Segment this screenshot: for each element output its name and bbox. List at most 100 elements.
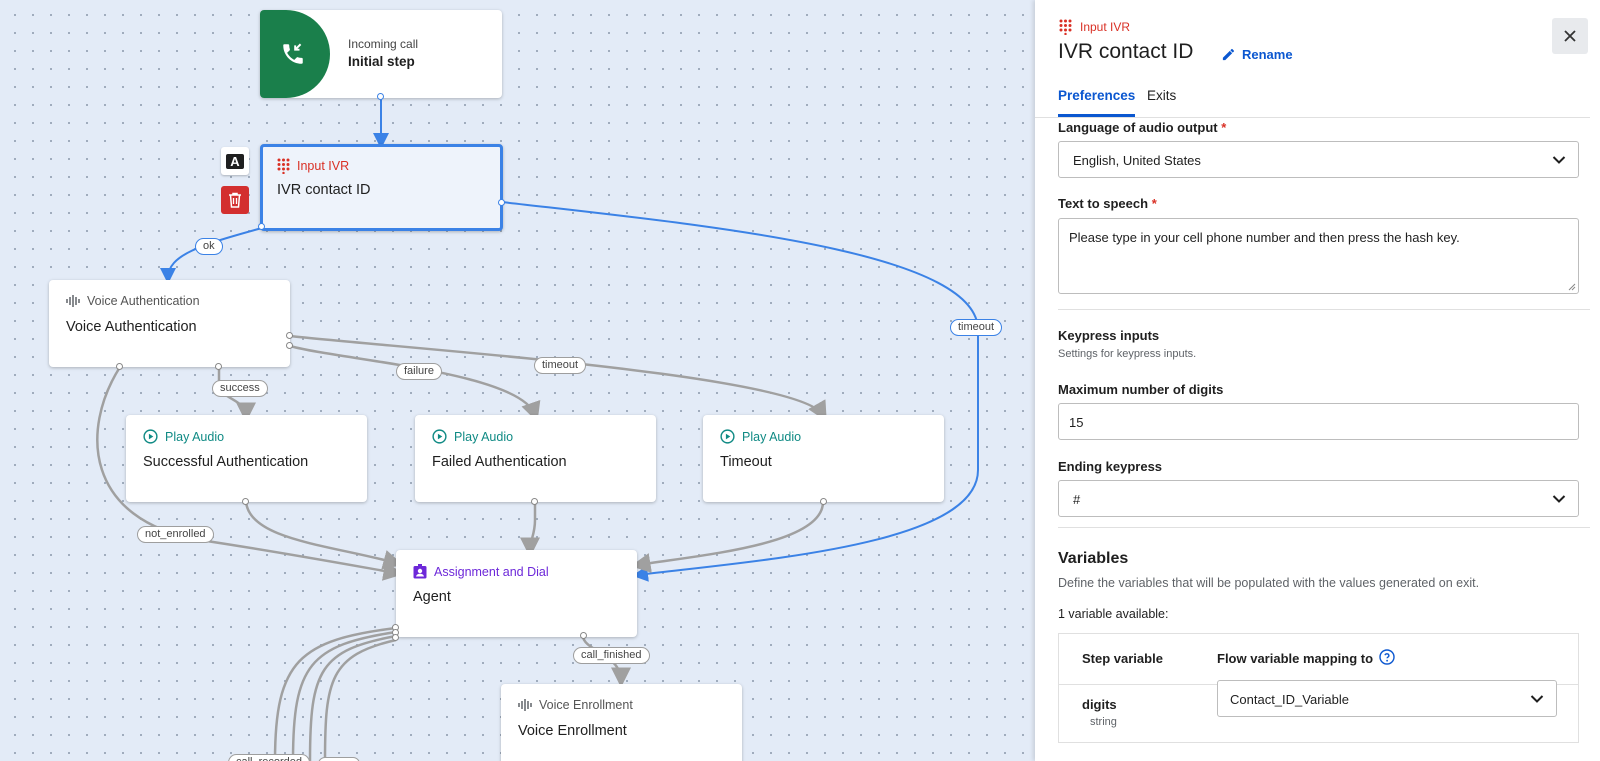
play-success-type-label: Play Audio	[165, 429, 225, 444]
language-label-text: Language of audio output	[1058, 120, 1218, 135]
edge-label-ok[interactable]: ok	[195, 238, 223, 255]
edge-label-success[interactable]: success	[212, 380, 268, 397]
port-play-success-out[interactable]	[242, 498, 249, 505]
port-play-timeout-out[interactable]	[820, 498, 827, 505]
voice-waveform-icon	[66, 295, 80, 307]
tts-value: Please type in your cell phone number an…	[1069, 230, 1460, 245]
variables-description: Define the variables that will be popula…	[1058, 576, 1480, 590]
ending-keypress-select[interactable]: #	[1058, 480, 1579, 517]
tts-textarea[interactable]: Please type in your cell phone number an…	[1058, 218, 1579, 294]
language-label: Language of audio output *	[1058, 120, 1226, 135]
variable-row: digits string Contact_ID_Variable	[1059, 680, 1578, 744]
agent-title: Agent	[413, 589, 451, 605]
port-va-3[interactable]	[116, 363, 123, 370]
agent-type: Assignment and Dial	[413, 564, 549, 579]
edge-label-call-finished[interactable]: call_finished	[573, 647, 650, 664]
play-failed-type: Play Audio	[432, 429, 513, 444]
variables-header-row: Step variable Flow variable mapping to	[1059, 634, 1578, 685]
label-toggle-glyph: A	[226, 153, 244, 169]
help-icon[interactable]	[1379, 648, 1395, 665]
port-va-4[interactable]	[215, 363, 222, 370]
tts-label-text: Text to speech	[1058, 196, 1149, 211]
play-timeout-type: Play Audio	[720, 429, 801, 444]
port-va-2[interactable]	[286, 342, 293, 349]
edge-ok	[160, 227, 263, 284]
port-ivr-ok[interactable]	[258, 223, 265, 230]
play-timeout-title: Timeout	[720, 454, 772, 470]
max-digits-label: Maximum number of digits	[1058, 382, 1224, 397]
port-va-1[interactable]	[286, 332, 293, 339]
tab-preferences[interactable]: Preferences	[1058, 87, 1136, 117]
port-incoming-out[interactable]	[377, 93, 384, 100]
edge-label-ivr-timeout[interactable]: timeout	[950, 319, 1003, 336]
rename-button[interactable]: Rename	[1221, 47, 1293, 62]
close-button[interactable]	[1552, 18, 1588, 54]
node-play-audio-timeout[interactable]: Play Audio Timeout	[703, 415, 944, 502]
edge-label-truncated-a[interactable]: call_recorded	[228, 754, 311, 761]
play-failed-title: Failed Authentication	[432, 454, 567, 470]
voice-waveform-icon	[518, 699, 532, 711]
properties-panel: Input IVR IVR contact ID Rename Preferen…	[1035, 0, 1600, 761]
node-input-ivr[interactable]: Input IVR IVR contact ID	[260, 144, 503, 231]
port-agent-out[interactable]	[580, 632, 587, 639]
col-step-variable: Step variable	[1082, 651, 1163, 666]
node-assignment-dial[interactable]: Assignment and Dial Agent	[396, 550, 637, 637]
tab-exits-label: Exits	[1147, 88, 1177, 103]
port-play-failed-out[interactable]	[531, 498, 538, 505]
voice-enroll-type-label: Voice Enrollment	[539, 698, 633, 712]
play-circle-icon	[432, 429, 447, 444]
tab-exits[interactable]: Exits	[1147, 87, 1176, 105]
panel-node-type: Input IVR	[1059, 19, 1130, 35]
edge-success-agent	[244, 501, 404, 570]
variable-mapping-value: Contact_ID_Variable	[1230, 692, 1349, 707]
edge-label-not-enrolled[interactable]: not_enrolled	[137, 526, 214, 543]
rename-label: Rename	[1242, 47, 1293, 62]
node-voice-enrollment[interactable]: Voice Enrollment Voice Enrollment	[501, 684, 742, 761]
edge-agent-exit-4	[323, 638, 397, 761]
play-failed-type-label: Play Audio	[454, 429, 514, 444]
contact-badge-icon	[413, 564, 427, 579]
port-ivr-out[interactable]	[498, 199, 505, 206]
voice-auth-type-label: Voice Authentication	[87, 294, 200, 308]
ivr-node-type-label: Input IVR	[297, 159, 350, 173]
ending-keypress-label: Ending keypress	[1058, 459, 1163, 474]
ivr-node-type: Input IVR	[277, 158, 349, 174]
delete-node-button[interactable]	[221, 186, 249, 214]
tts-required-mark: *	[1151, 196, 1157, 211]
edge-timeout-agent	[630, 501, 825, 573]
label-toggle-button[interactable]: A	[221, 147, 249, 175]
edge-label-va-timeout[interactable]: timeout	[534, 357, 587, 374]
flow-edges	[96, 97, 979, 761]
flow-canvas[interactable]: Incoming call Initial step A Input IVR I…	[0, 0, 1035, 761]
language-select[interactable]: English, United States	[1058, 141, 1579, 178]
node-voice-authentication[interactable]: Voice Authentication Voice Authenticatio…	[49, 280, 290, 367]
node-incoming-call[interactable]: Incoming call Initial step	[260, 10, 502, 98]
play-circle-icon	[720, 429, 735, 444]
tab-preferences-label: Preferences	[1058, 88, 1136, 103]
node-play-audio-failed[interactable]: Play Audio Failed Authentication	[415, 415, 656, 502]
play-success-title: Successful Authentication	[143, 454, 309, 470]
edge-label-truncated-b[interactable]	[318, 757, 360, 761]
panel-title: IVR contact ID	[1058, 40, 1194, 63]
incoming-call-type: Incoming call	[348, 37, 419, 51]
edge-ivr-timeout	[501, 201, 979, 582]
port-agent-exit-3[interactable]	[392, 634, 399, 641]
edge-label-failure[interactable]: failure	[396, 363, 442, 380]
agent-type-label: Assignment and Dial	[434, 564, 549, 579]
tts-label: Text to speech *	[1058, 196, 1157, 211]
section-divider-2	[1058, 527, 1590, 528]
edge-failed-agent	[520, 502, 541, 558]
variable-mapping-select[interactable]: Contact_ID_Variable	[1217, 680, 1557, 717]
max-digits-value: 15	[1069, 415, 1084, 430]
max-digits-input[interactable]: 15	[1058, 403, 1579, 440]
language-value: English, United States	[1073, 153, 1201, 168]
node-play-audio-success[interactable]: Play Audio Successful Authentication	[126, 415, 367, 502]
keypad-icon	[1059, 19, 1072, 35]
variables-heading: Variables	[1058, 550, 1129, 567]
variable-name: digits	[1082, 697, 1117, 712]
play-circle-icon	[143, 429, 158, 444]
edge-va-timeout	[289, 334, 827, 422]
voice-auth-type: Voice Authentication	[66, 294, 200, 308]
resize-handle-icon[interactable]	[1568, 283, 1576, 291]
section-divider	[1058, 309, 1590, 310]
